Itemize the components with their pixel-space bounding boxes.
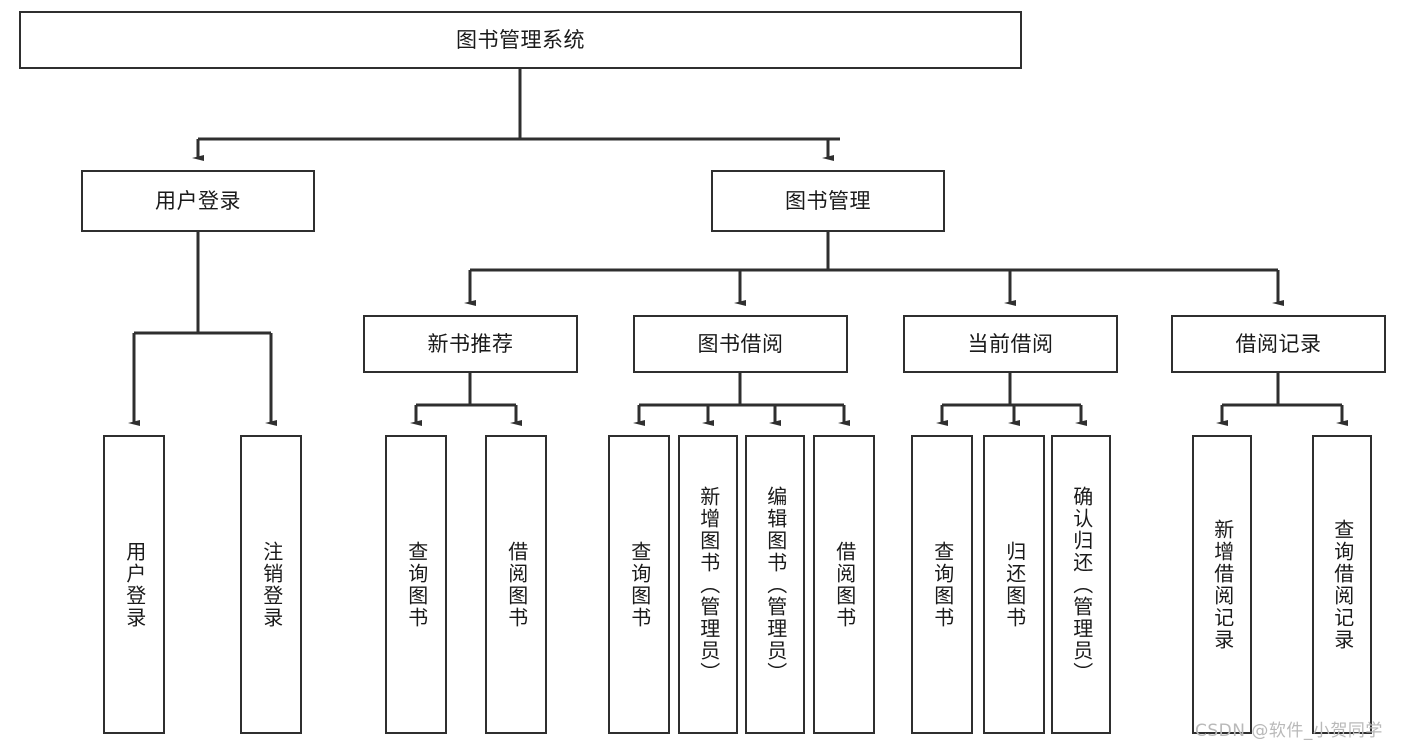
node-book-management-label: 图书管理: [785, 188, 871, 213]
leaf-node[interactable]: 借阅图书: [485, 435, 547, 734]
leaf-node[interactable]: 用户登录: [103, 435, 165, 734]
leaf-node-label: 注销登录: [259, 540, 284, 629]
leaf-node[interactable]: 查询图书: [608, 435, 670, 734]
leaf-node[interactable]: 借阅图书: [813, 435, 875, 734]
node-book-borrow-label: 图书借阅: [697, 331, 784, 356]
leaf-node[interactable]: 查询图书: [385, 435, 447, 734]
node-user-login-label: 用户登录: [155, 188, 241, 213]
leaf-node[interactable]: 查询借阅记录: [1312, 435, 1372, 734]
node-root-label: 图书管理系统: [456, 27, 585, 52]
node-book-management[interactable]: 图书管理: [711, 170, 945, 232]
leaf-node[interactable]: 归还图书: [983, 435, 1045, 734]
leaf-node-label: 查询图书: [404, 540, 429, 629]
leaf-node[interactable]: 新增借阅记录: [1192, 435, 1252, 734]
leaf-node[interactable]: 查询图书: [911, 435, 973, 734]
leaf-node-label: 用户登录: [122, 540, 147, 629]
node-root-system[interactable]: 图书管理系统: [19, 11, 1022, 69]
node-borrow-record[interactable]: 借阅记录: [1171, 315, 1386, 373]
leaf-node[interactable]: 确认归还（管理员）: [1051, 435, 1111, 734]
node-borrow-record-label: 借阅记录: [1235, 331, 1322, 356]
leaf-node-label: 借阅图书: [832, 540, 857, 629]
leaf-node-label: 查询借阅记录: [1330, 518, 1355, 651]
leaf-node-label: 查询图书: [930, 540, 955, 629]
leaf-node-label: 编辑图书（管理员）: [763, 485, 788, 684]
leaf-node[interactable]: 注销登录: [240, 435, 302, 734]
leaf-node-label: 新增图书（管理员）: [696, 485, 721, 684]
leaf-node-label: 归还图书: [1002, 540, 1027, 629]
leaf-node-label: 查询图书: [627, 540, 652, 629]
node-book-borrow[interactable]: 图书借阅: [633, 315, 848, 373]
leaf-node-label: 借阅图书: [504, 540, 529, 629]
node-user-login[interactable]: 用户登录: [81, 170, 315, 232]
node-new-book-recommend-label: 新书推荐: [427, 331, 514, 356]
leaf-node-label: 新增借阅记录: [1210, 518, 1235, 651]
leaf-node[interactable]: 编辑图书（管理员）: [745, 435, 805, 734]
node-current-borrow-label: 当前借阅: [967, 331, 1054, 356]
node-new-book-recommend[interactable]: 新书推荐: [363, 315, 578, 373]
node-current-borrow[interactable]: 当前借阅: [903, 315, 1118, 373]
leaf-node-label: 确认归还（管理员）: [1069, 485, 1094, 684]
leaf-node[interactable]: 新增图书（管理员）: [678, 435, 738, 734]
